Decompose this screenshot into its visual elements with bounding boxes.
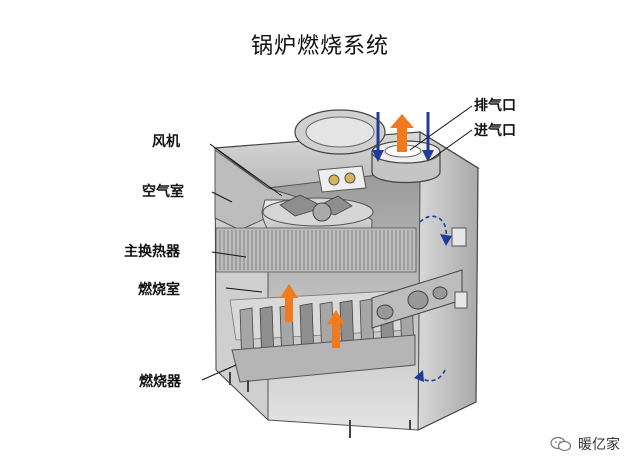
label-fan: 风机: [152, 134, 180, 150]
intake-arrows: [372, 112, 434, 162]
cabinet-legs: [229, 372, 411, 438]
label-main-heat-exchanger: 主换热器: [124, 244, 180, 260]
control-plate: [317, 165, 367, 193]
label-combustion-chamber: 燃烧室: [138, 282, 180, 298]
fan-motor: [312, 202, 332, 222]
control-knob-1: [328, 174, 340, 186]
label-exhaust-port: 排气口: [474, 98, 516, 114]
side-port-3: [432, 286, 448, 300]
label-air-chamber: 空气室: [142, 184, 184, 200]
heat-exchanger-fin-lines: [219, 230, 413, 270]
watermark: 暖亿家: [550, 434, 620, 454]
label-intake-port: 进气口: [474, 123, 516, 139]
control-knob-2: [344, 172, 356, 184]
airflow-dashed-arrow-upper: [419, 215, 447, 237]
side-bracket-lower: [454, 291, 468, 309]
airflow-dashed-arrowhead-lower: [414, 370, 424, 382]
top-round-opening-inner: [305, 116, 375, 148]
wechat-icon: [550, 436, 572, 452]
hot-gas-arrows: [280, 284, 345, 348]
label-burner: 燃烧器: [139, 374, 181, 390]
watermark-text: 暖亿家: [578, 437, 620, 453]
side-port-1: [376, 304, 394, 320]
exhaust-arrow: [390, 114, 414, 152]
side-port-2: [407, 290, 429, 310]
burner-base: [231, 334, 416, 383]
side-bracket-upper: [451, 227, 467, 247]
leader-lines: [201, 105, 473, 381]
page-title: 锅炉燃烧系统: [250, 34, 389, 59]
airflow-dashed-arrowhead-upper: [440, 234, 452, 246]
